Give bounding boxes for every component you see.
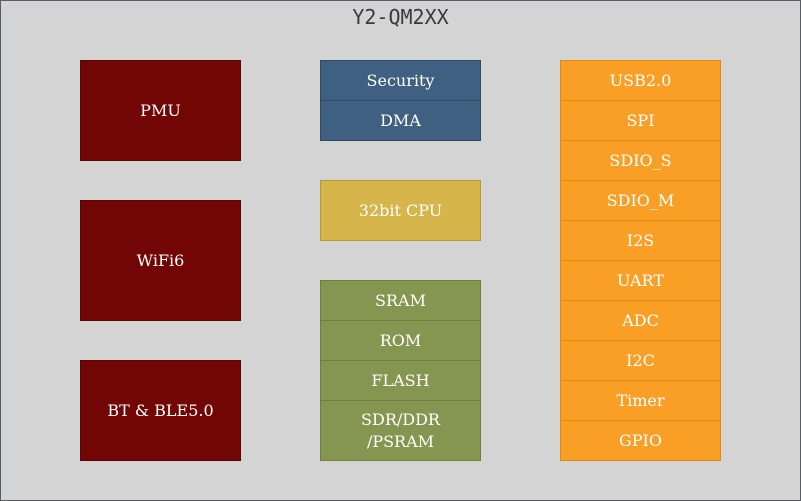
sdio-s-block: SDIO_S [560, 140, 721, 181]
diagram-title: Y2-QM2XX [352, 5, 449, 29]
pmu-block: PMU [80, 60, 241, 161]
rom-block: ROM [320, 320, 481, 361]
timer-block: Timer [560, 380, 721, 421]
usb-block: USB2.0 [560, 60, 721, 101]
uart-block: UART [560, 260, 721, 301]
bt-ble-block: BT & BLE5.0 [80, 360, 241, 461]
flash-block: FLASH [320, 360, 481, 401]
dma-block: DMA [320, 100, 481, 141]
sdio-m-block: SDIO_M [560, 180, 721, 221]
sdr-ddr-psram-block: SDR/DDR /PSRAM [320, 400, 481, 461]
gpio-block: GPIO [560, 420, 721, 461]
i2s-block: I2S [560, 220, 721, 261]
sram-block: SRAM [320, 280, 481, 321]
adc-block: ADC [560, 300, 721, 341]
security-block: Security [320, 60, 481, 101]
wifi6-block: WiFi6 [80, 200, 241, 321]
cpu-block: 32bit CPU [320, 180, 481, 241]
i2c-block: I2C [560, 340, 721, 381]
spi-block: SPI [560, 100, 721, 141]
